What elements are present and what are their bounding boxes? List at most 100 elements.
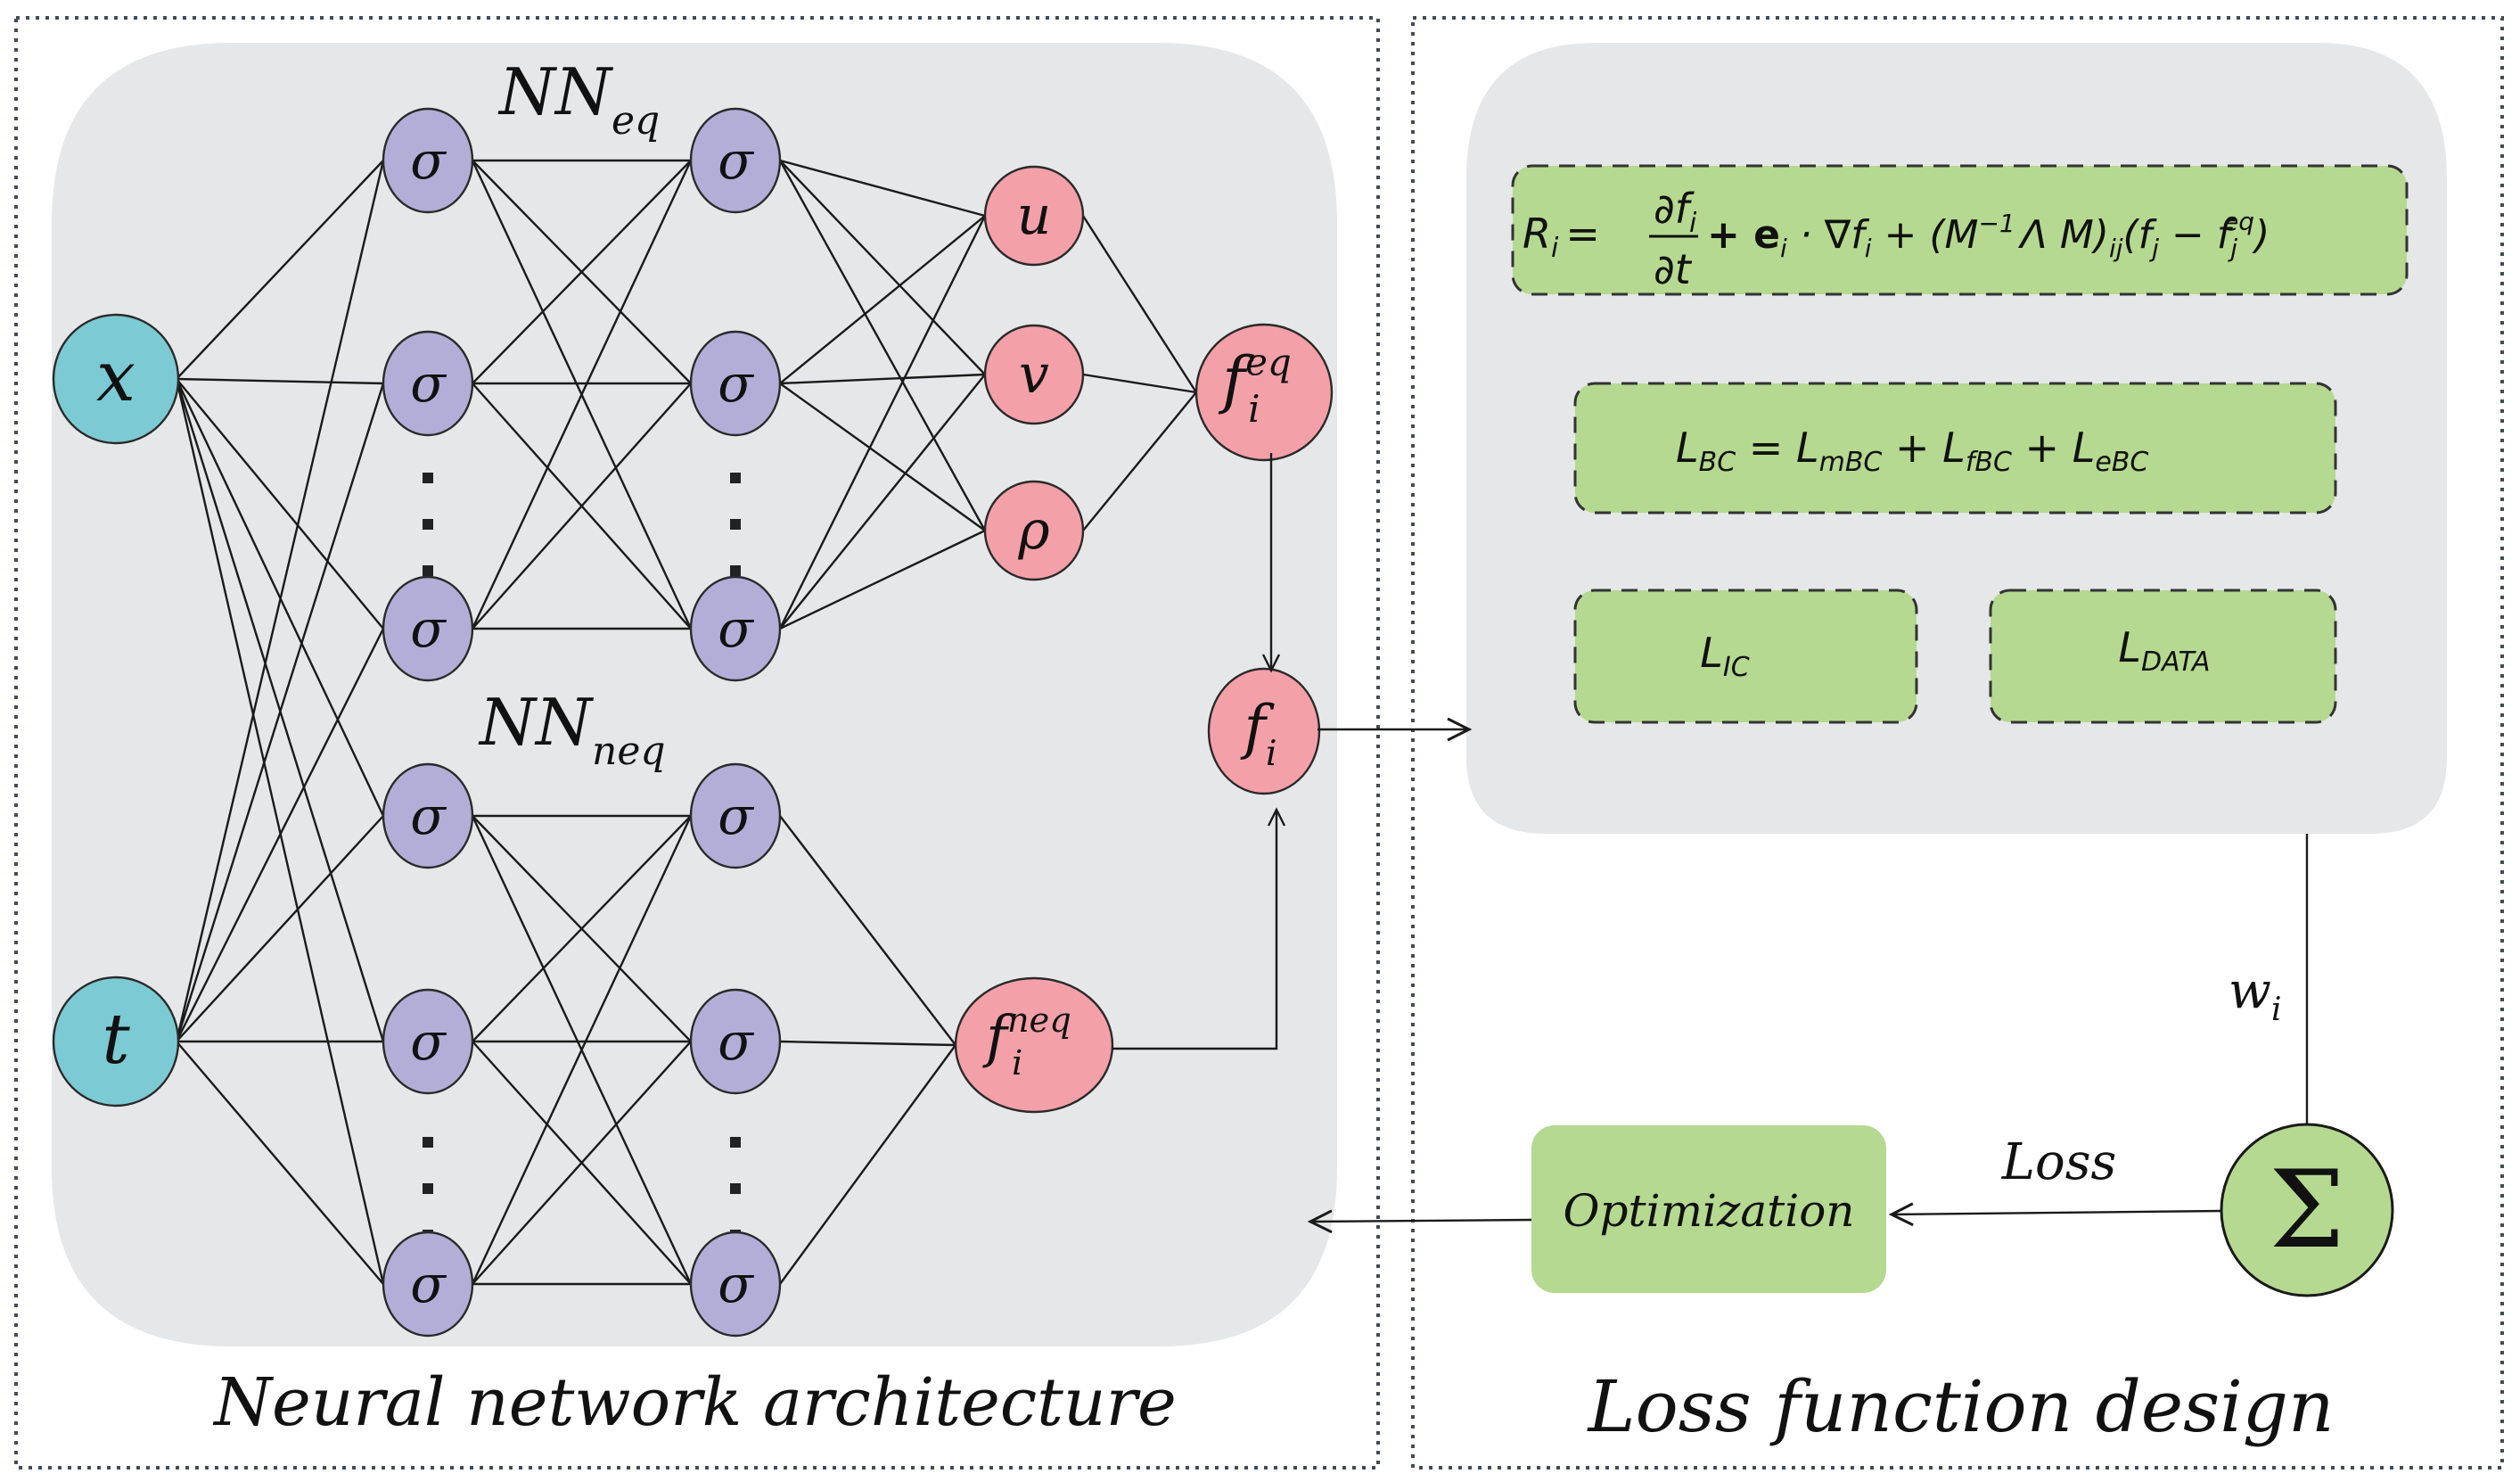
right-caption: Loss function design (1586, 1365, 2334, 1448)
hidden-node-eq-l2-n1 (689, 107, 782, 214)
ellipsis-dot (730, 1183, 741, 1194)
hidden-to-output-edge (779, 160, 986, 375)
activation-label: σ (410, 1254, 447, 1314)
hidden-to-fneq-edge (779, 1040, 956, 1047)
hidden-to-fneq-edge (779, 815, 956, 1046)
bc-loss-box (1573, 382, 2337, 515)
ellipsis-dot (423, 1137, 433, 1148)
hidden-node-eq-l1-n1 (382, 107, 474, 214)
residual-frac-denominator: ∂t (1654, 245, 1693, 293)
output-node-v (983, 324, 1085, 425)
activation-label: σ (410, 353, 447, 414)
left-panel-background (52, 43, 1337, 1346)
hidden-to-hidden-edge (472, 815, 692, 1042)
activation-label: σ (718, 1011, 754, 1072)
loss-label: Loss (2001, 1133, 2116, 1191)
left-caption: Neural network architecture (212, 1364, 1177, 1441)
hidden-node-neq-l2-n2 (689, 988, 782, 1095)
ellipsis-dot (730, 473, 741, 483)
input-to-hidden-edge (176, 815, 384, 1042)
hidden-node-neq-l1-n3 (382, 1231, 474, 1338)
activation-label: σ (410, 598, 447, 659)
hidden-to-hidden-edge (472, 160, 692, 384)
hidden-to-output-edge (779, 529, 986, 630)
input-to-hidden-edge (176, 377, 384, 385)
hidden-node-eq-l1-n3 (382, 575, 474, 682)
right-dotted-frame (1411, 16, 2504, 1470)
ellipsis-dot (730, 519, 741, 530)
bc-loss-equation: LBC = LmBC + LfBC + LeBC (1676, 424, 2148, 478)
activation-label: σ (718, 598, 754, 659)
hidden-to-output-edge (778, 215, 987, 630)
data-loss-box (1989, 589, 2337, 724)
activation-label: σ (410, 130, 447, 191)
activation-label: σ (718, 1254, 754, 1314)
hidden-to-output-edge (779, 373, 986, 385)
activation-label: σ (718, 130, 754, 191)
input-to-hidden-edge (175, 628, 385, 1042)
ellipsis-dot (423, 1183, 433, 1194)
output-label-u: u (1017, 185, 1052, 247)
hidden-node-neq-l1-n1 (382, 762, 474, 869)
output-label-rho: ρ (1017, 499, 1049, 562)
ellipsis-dot (423, 473, 433, 483)
nn-eq-title: NNeq (497, 54, 660, 144)
input-node-t (52, 976, 180, 1107)
activation-label: σ (718, 786, 754, 846)
fneq-to-fi-arrow (1112, 807, 1286, 1050)
hidden-node-neq-l2-n1 (689, 762, 782, 869)
output-to-feq-edge (1082, 373, 1197, 394)
left-dotted-frame (14, 16, 1380, 1470)
hidden-node-eq-l2-n3 (689, 575, 782, 682)
residual-equation: Ri= (1523, 210, 1600, 264)
input-to-hidden-edge (176, 160, 384, 380)
hidden-to-hidden-edge (471, 815, 693, 1285)
output-node-u (983, 165, 1085, 267)
input-to-hidden-edge (175, 378, 385, 1285)
hidden-to-hidden-edge (472, 383, 692, 630)
sum-symbol: Σ (2270, 1149, 2345, 1272)
input-node-x (52, 313, 180, 445)
ellipsis-dot (423, 565, 433, 576)
hidden-to-hidden-edge (471, 160, 693, 630)
residual-frac-numerator: ∂fi (1654, 185, 1697, 239)
activation-label: σ (718, 353, 754, 414)
hidden-node-neq-l1-n2 (382, 988, 474, 1095)
output-to-feq-edge (1081, 215, 1198, 393)
optimization-box[interactable] (1531, 1125, 1886, 1293)
input-label-t: t (102, 1000, 130, 1080)
fneq-node (954, 976, 1114, 1114)
activation-label: σ (410, 786, 447, 846)
hidden-to-hidden-edge (472, 1041, 692, 1285)
nn-neq-title: NNneq (478, 685, 666, 774)
optimization-to-network-arrow (1307, 1209, 1532, 1234)
hidden-to-output-edge (778, 160, 987, 531)
hidden-node-eq-l1-n2 (382, 330, 474, 437)
hidden-to-output-edge (779, 383, 986, 531)
output-node-rho (983, 480, 1085, 581)
hidden-to-output-edge (779, 374, 986, 630)
ellipsis-dot (730, 565, 741, 576)
input-to-hidden-edge (176, 1041, 384, 1285)
ellipsis-dot (423, 519, 433, 530)
output-to-feq-edge (1082, 391, 1197, 531)
ic-loss-box (1573, 589, 1918, 724)
activation-label: σ (410, 1011, 447, 1072)
input-to-hidden-edge (176, 378, 384, 630)
input-label-x: x (96, 337, 135, 417)
weights-label: wi (2229, 962, 2281, 1028)
hidden-to-output-edge (779, 159, 986, 218)
sum-to-optimization-arrow (1888, 1202, 2222, 1227)
residual-equation-box (1511, 164, 2409, 296)
input-to-hidden-edge (175, 383, 385, 1042)
hidden-to-fneq-edge (779, 1044, 956, 1285)
input-to-hidden-edge (175, 160, 385, 1042)
hidden-node-neq-l2-n3 (689, 1231, 782, 1338)
hidden-to-output-edge (779, 215, 986, 384)
feq-node (1194, 323, 1334, 462)
output-label-v: v (1019, 343, 1049, 406)
ic-loss-label: LIC (1700, 629, 1749, 683)
